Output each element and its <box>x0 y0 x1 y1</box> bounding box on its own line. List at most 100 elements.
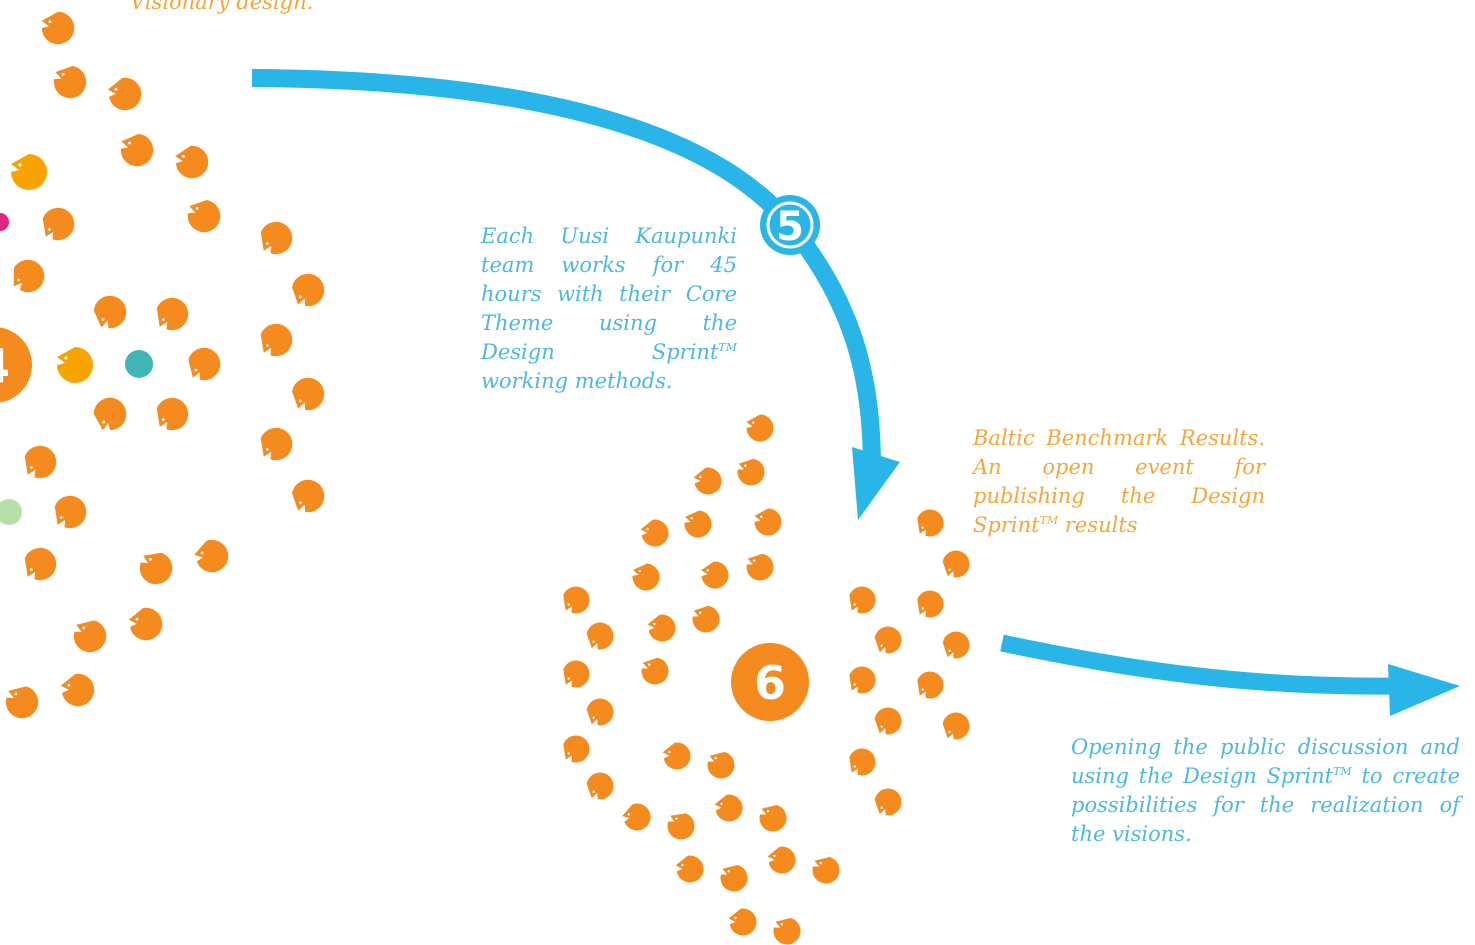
bird-icon <box>255 217 297 259</box>
step-4-badge: 4 <box>0 327 32 403</box>
bird-icon <box>37 203 79 245</box>
bird-icon <box>809 853 843 887</box>
bird-icon <box>674 853 706 885</box>
bird-icon <box>717 861 751 895</box>
bird-icon <box>93 397 127 431</box>
bird-icon <box>5 253 51 299</box>
bird-icon <box>700 560 730 590</box>
step-4-number: 4 <box>0 339 10 393</box>
bird-icon <box>59 671 97 709</box>
bird-icon <box>912 667 948 703</box>
bird-icon <box>754 508 782 536</box>
caption-visionary-design: Visionary design. <box>130 0 430 17</box>
bird-icon <box>51 63 89 101</box>
bird-icon <box>766 844 798 876</box>
bird-icon <box>631 562 661 592</box>
bird-icon <box>872 705 904 737</box>
dot-green <box>0 499 22 525</box>
bird-icon <box>70 616 110 656</box>
dot-yellow-bird <box>57 347 93 383</box>
bird-icon <box>770 914 804 945</box>
bird-icon <box>119 132 155 168</box>
bird-icon <box>646 612 678 644</box>
trademark-sup: TM <box>1333 765 1352 778</box>
bird-icon <box>41 11 75 45</box>
bird-icon <box>184 344 224 384</box>
bird-icon <box>912 505 948 541</box>
bird-icon <box>191 535 233 577</box>
arrow-icon <box>251 69 881 471</box>
bird-icon <box>174 144 210 180</box>
bird-icon <box>49 491 91 533</box>
caption-text: Visionary design. <box>130 0 314 14</box>
bird-icon <box>255 423 297 465</box>
bird-icon <box>844 662 880 698</box>
arrow-icon <box>1000 634 1401 695</box>
caption-step-6: Baltic Benchmark Results. An open event … <box>973 424 1265 540</box>
bird-icon <box>639 517 671 549</box>
bird-icon <box>127 605 165 643</box>
bird-icon <box>151 393 193 435</box>
caption-text: Each Uusi Kaupunki team works for 45 hou… <box>481 224 737 364</box>
bird-icon <box>92 294 128 330</box>
dot-magenta <box>0 213 9 231</box>
bird-icon <box>289 375 327 413</box>
bird-icon <box>872 624 904 656</box>
bird-icon <box>639 655 671 687</box>
bird-icon <box>2 682 42 722</box>
bird-icon <box>185 197 223 235</box>
bird-icon <box>746 414 774 442</box>
caption-tail: results <box>1058 513 1138 537</box>
bird-icon <box>727 906 759 938</box>
arrow-head-icon <box>1388 664 1460 716</box>
bird-icon <box>289 271 327 309</box>
step-5-badge: 5 <box>760 195 820 255</box>
bird-icon <box>844 582 880 618</box>
caption-text: Opening the public discussion and using … <box>1071 735 1460 788</box>
arrow-head-icon <box>852 447 900 520</box>
bird-icon <box>704 748 738 782</box>
bird-icon <box>744 551 776 583</box>
dot-teal <box>125 350 153 378</box>
bird-icon <box>940 710 972 742</box>
bird-icon <box>584 696 616 728</box>
bird-icon <box>255 319 297 361</box>
bird-icon <box>19 543 61 585</box>
bird-icon <box>584 620 616 652</box>
bird-icon <box>872 786 904 818</box>
caption-text: Baltic Benchmark Results. An open event … <box>973 426 1265 537</box>
trademark-sup: TM <box>1039 514 1059 527</box>
caption-tail: to create possibilities for the realizat… <box>1071 764 1460 846</box>
caption-step-5: Each Uusi Kaupunki team works for 45 hou… <box>481 222 737 396</box>
bird-icon <box>289 477 327 515</box>
caption-next-step: Opening the public discussion and using … <box>1071 733 1460 849</box>
caption-tail: working methods. <box>481 369 673 393</box>
bird-icon <box>844 744 880 780</box>
step-6-number: 6 <box>754 656 786 710</box>
bird-icon <box>558 582 594 618</box>
bird-icon <box>558 656 594 692</box>
bird-icon <box>690 603 722 635</box>
bird-icon <box>558 731 594 767</box>
bird-icon <box>912 586 948 622</box>
bird-icon <box>661 740 693 772</box>
bird-icon <box>619 799 655 835</box>
dot-yellow-bird <box>11 154 47 190</box>
bird-icon <box>19 441 61 483</box>
bird-icon <box>106 75 144 113</box>
step-5-number: 5 <box>776 204 804 250</box>
bird-icon <box>940 548 972 580</box>
trademark-sup: TM <box>718 341 737 354</box>
bird-icon <box>135 547 177 589</box>
bird-icon <box>584 770 616 802</box>
bird-icon <box>735 456 767 488</box>
bird-cluster <box>2 11 972 945</box>
bird-icon <box>692 465 724 497</box>
bird-icon <box>713 792 745 824</box>
bird-icon <box>683 509 713 539</box>
bird-icon <box>756 801 790 835</box>
bird-icon <box>151 293 193 335</box>
bird-icon <box>663 808 699 844</box>
bird-icon <box>940 629 972 661</box>
